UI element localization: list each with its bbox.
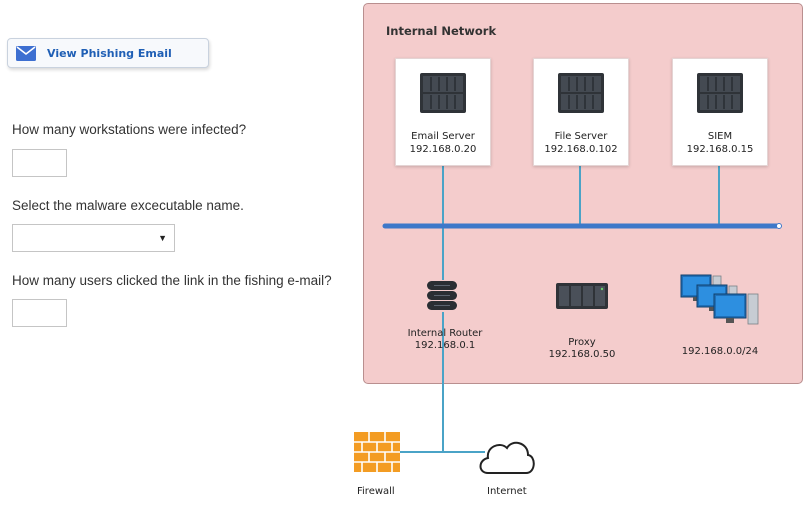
proxy-icon <box>556 283 608 309</box>
workstations-icon <box>680 274 759 325</box>
proxy-ip: 192.168.0.50 <box>548 349 616 360</box>
internal-router-name: Internal Router <box>407 328 483 339</box>
internal-router-label[interactable]: Internal Router 192.168.0.1 <box>396 328 494 352</box>
server-icon <box>558 73 604 113</box>
server-icon <box>697 73 743 113</box>
firewall-icon <box>354 432 400 472</box>
file-server-name: File Server <box>554 131 608 142</box>
malware-name-select[interactable]: ▼ <box>12 224 175 252</box>
email-server-card[interactable]: Email Server 192.168.0.20 <box>395 58 491 166</box>
question-users-clicked: How many users clicked the link in the f… <box>12 273 332 288</box>
dropdown-arrow-icon: ▼ <box>158 233 167 243</box>
infected-workstations-input[interactable] <box>12 149 67 177</box>
router-icon <box>427 281 457 310</box>
users-clicked-input[interactable] <box>12 299 67 327</box>
view-phishing-email-label: View Phishing Email <box>47 46 172 60</box>
siem-name: SIEM <box>707 131 733 142</box>
server-icon <box>420 73 466 113</box>
workstations-label[interactable]: 192.168.0.0/24 <box>670 346 770 358</box>
file-server-card[interactable]: File Server 192.168.0.102 <box>533 58 629 166</box>
mail-icon <box>16 45 36 61</box>
file-server-ip: 192.168.0.102 <box>544 144 618 155</box>
proxy-name: Proxy <box>568 337 596 348</box>
question-infected-workstations: How many workstations were infected? <box>12 122 247 137</box>
internet-label: Internet <box>487 486 527 497</box>
email-server-ip: 192.168.0.20 <box>409 144 477 155</box>
proxy-label[interactable]: Proxy 192.168.0.50 <box>538 337 626 361</box>
email-server-name: Email Server <box>411 131 475 142</box>
firewall-label: Firewall <box>357 486 395 497</box>
workstations-subnet: 192.168.0.0/24 <box>681 346 759 357</box>
question-malware-name: Select the malware excecutable name. <box>12 198 244 213</box>
internal-router-ip: 192.168.0.1 <box>414 340 476 351</box>
cloud-icon <box>479 441 535 474</box>
siem-ip: 192.168.0.15 <box>686 144 754 155</box>
view-phishing-email-button[interactable]: View Phishing Email <box>7 38 209 68</box>
siem-card[interactable]: SIEM 192.168.0.15 <box>672 58 768 166</box>
internal-network-title: Internal Network <box>386 24 497 38</box>
